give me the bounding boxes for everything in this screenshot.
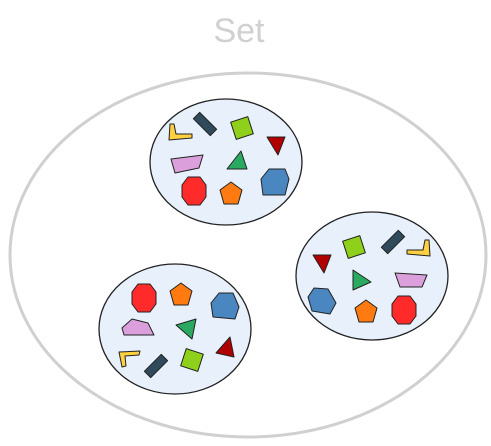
lime-square-shape	[180, 348, 204, 372]
green-triangle-shape	[175, 318, 197, 340]
set-title: Set	[213, 12, 265, 50]
lime-square-shape	[230, 116, 254, 140]
orange-pentagon-shape	[169, 282, 193, 306]
dark-red-triangle-shape	[215, 336, 235, 358]
dark-slate-bar-shape	[143, 353, 169, 379]
orange-pentagon-shape	[354, 299, 378, 323]
lime-square-shape	[342, 235, 366, 259]
steel-blue-hexagon-shape	[260, 168, 290, 196]
dark-slate-bar-shape	[380, 229, 406, 255]
red-octagon-shape	[181, 176, 207, 206]
red-octagon-shape	[131, 283, 157, 313]
yellow-chevron-shape	[118, 350, 141, 368]
cluster-bottom-left	[98, 263, 252, 395]
green-triangle-shape	[352, 269, 372, 291]
lilac-trapezoid-shape	[121, 318, 155, 336]
cluster-top	[149, 98, 303, 226]
cluster-right	[295, 211, 449, 341]
steel-blue-hexagon-shape	[307, 287, 337, 315]
dark-slate-bar-shape	[192, 111, 218, 137]
steel-blue-hexagon-shape	[210, 292, 240, 320]
orange-pentagon-shape	[219, 181, 243, 205]
lilac-trapezoid-shape	[394, 272, 428, 288]
set-boundary	[8, 71, 488, 439]
red-octagon-shape	[391, 295, 417, 325]
dark-red-triangle-shape	[266, 136, 286, 156]
green-triangle-shape	[226, 150, 248, 170]
dark-red-triangle-shape	[312, 254, 332, 274]
lilac-trapezoid-shape	[170, 154, 204, 174]
yellow-chevron-shape	[406, 239, 431, 257]
yellow-chevron-shape	[168, 123, 193, 141]
